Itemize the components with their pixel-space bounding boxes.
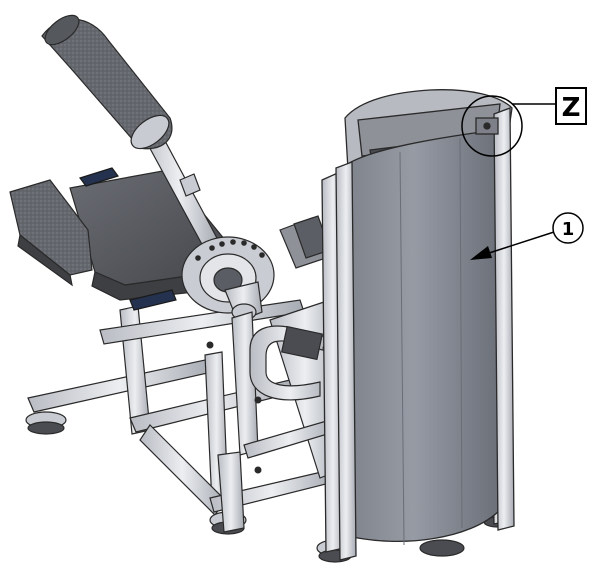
detail-z-label: Z: [562, 93, 581, 123]
seat-handle: [79, 167, 177, 311]
part-1-leader: [485, 231, 555, 255]
rear-handle: [279, 215, 331, 269]
part-1-arrowhead: [470, 246, 492, 260]
weight-stack: [321, 89, 515, 561]
cam-disc: [181, 236, 275, 323]
curved-handle: [249, 325, 331, 401]
part-1-label: 1: [562, 219, 575, 240]
part-1-circle: [552, 212, 584, 244]
side-pad: [9, 179, 93, 287]
detail-z-callout: Z: [461, 87, 587, 157]
detail-z-box: [555, 87, 587, 125]
roller-pad: [41, 14, 173, 150]
detail-z-circle: [461, 95, 523, 157]
part-1-callout: 1: [470, 212, 584, 260]
